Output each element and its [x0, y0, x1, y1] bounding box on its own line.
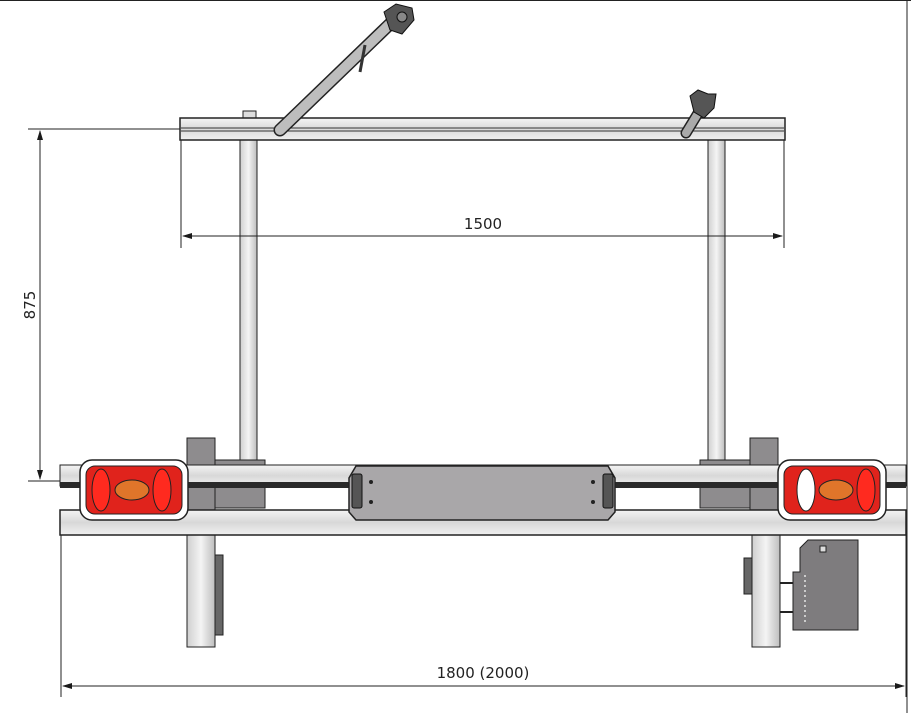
- socket-box: [780, 539, 859, 631]
- right-tail-light: [777, 459, 887, 521]
- left-wheel: [186, 534, 216, 648]
- left-wheel-hub: [214, 554, 224, 636]
- overall-width-dimension: [60, 535, 907, 697]
- height-dimension-label: 875: [21, 291, 39, 320]
- right-post: [707, 137, 726, 469]
- rail-width-label: 1500: [464, 215, 502, 233]
- height-dimension: [28, 128, 180, 482]
- number-plate-holder: [348, 465, 616, 521]
- right-wheel-hub: [743, 557, 753, 595]
- frame-holder-arm: [273, 3, 415, 137]
- overall-width-label: 1800 (2000): [437, 664, 530, 682]
- left-post: [239, 137, 258, 469]
- left-tail-light: [79, 459, 189, 521]
- rail-width-dimension: [180, 140, 785, 248]
- wheel-clamp: [680, 89, 717, 139]
- right-wheel: [751, 534, 781, 648]
